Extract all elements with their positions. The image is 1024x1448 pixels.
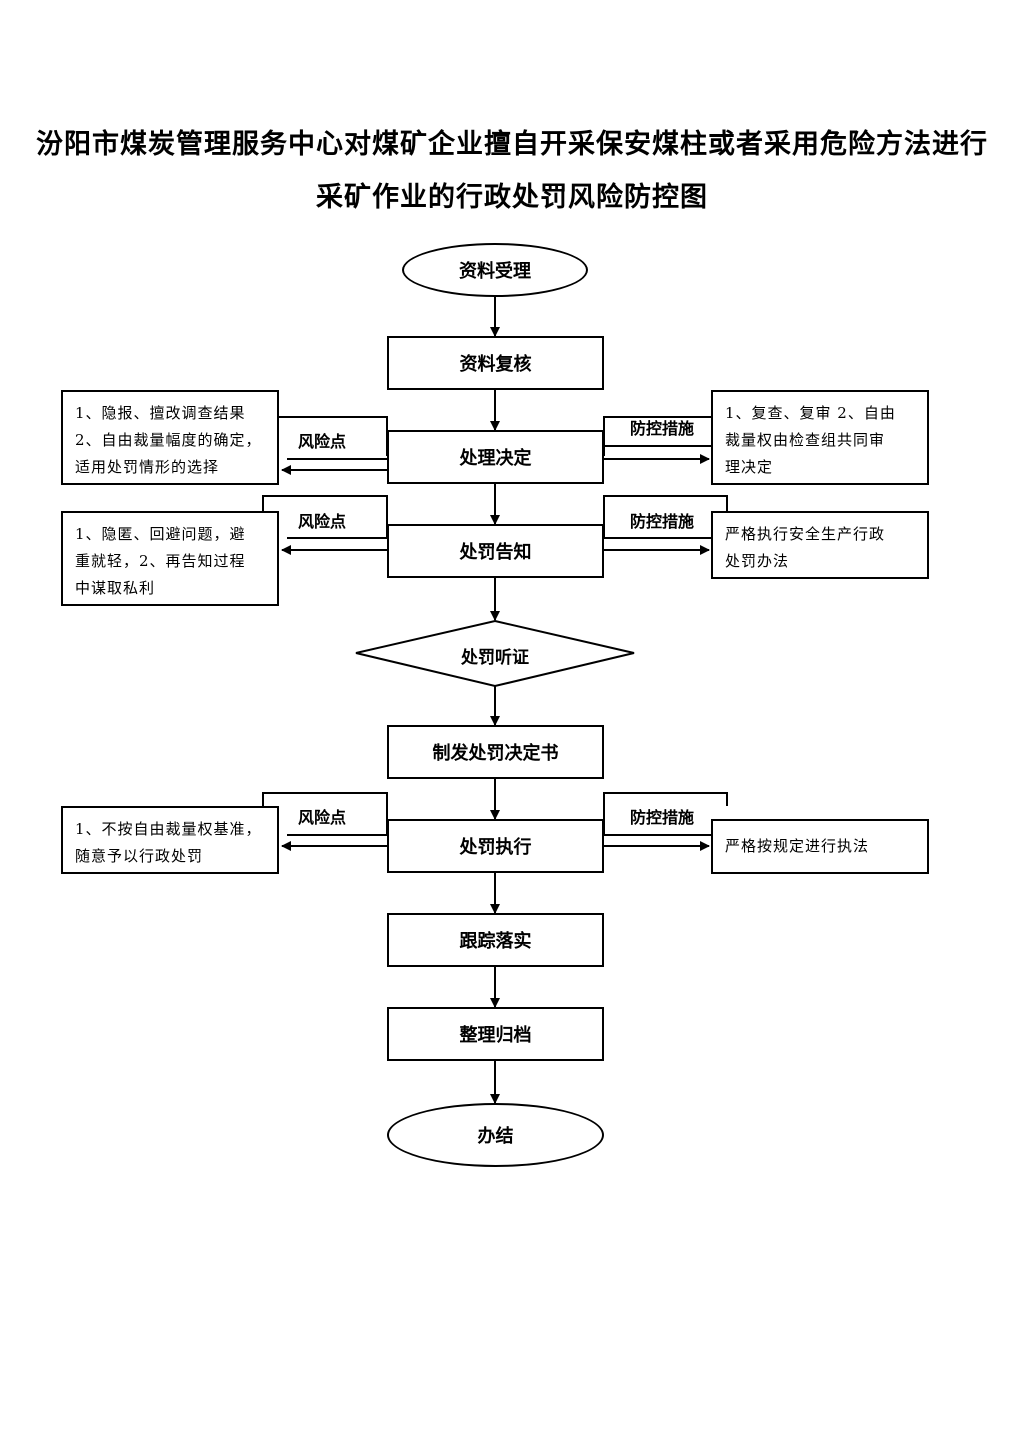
control-note-decision-line: 裁量权由检查组共同审 xyxy=(725,431,886,449)
risk-note-execute: 1、不按自由裁量权基准， 随意予以行政处罚 xyxy=(61,806,279,874)
hearing-diamond-shape xyxy=(355,619,635,688)
hearing-step: 处罚听证 xyxy=(461,648,529,668)
risk-note-notice: 1、隐匿、回避问题，避 重就轻，2、再告知过程 中谋取私利 xyxy=(61,511,279,606)
risk-note-decision: 1、隐报、擅改调查结果 2、自由裁量幅度的确定， 适用处罚情形的选择 xyxy=(61,390,279,485)
control-note-decision-line: 1、复查、复审 2、自由 xyxy=(725,404,896,422)
control-note-notice-line: 处罚办法 xyxy=(725,552,790,570)
notice-connectors xyxy=(262,495,728,555)
risk-note-notice-line: 中谋取私利 xyxy=(75,579,156,597)
archive-step: 整理归档 xyxy=(387,1007,604,1061)
end-node: 办结 xyxy=(387,1103,604,1167)
risk-label-notice: 风险点 xyxy=(298,512,347,531)
issue-decision-step: 制发处罚决定书 xyxy=(387,725,604,779)
start-node: 资料受理 xyxy=(402,243,588,297)
risk-label-execute: 风险点 xyxy=(298,808,347,827)
risk-note-decision-line: 2、自由裁量幅度的确定， xyxy=(75,431,262,449)
execute-connectors xyxy=(262,792,728,851)
notice-step: 处罚告知 xyxy=(387,524,604,578)
risk-note-execute-line: 1、不按自由裁量权基准， xyxy=(75,820,262,838)
control-note-notice-line: 严格执行安全生产行政 xyxy=(725,525,886,543)
control-note-notice: 严格执行安全生产行政 处罚办法 xyxy=(711,511,929,579)
control-note-decision-line: 理决定 xyxy=(725,458,774,476)
risk-note-decision-line: 1、隐报、擅改调查结果 xyxy=(75,404,246,422)
track-step: 跟踪落实 xyxy=(387,913,604,967)
control-note-execute: 严格按规定进行执法 xyxy=(711,819,929,874)
page-title-line-1: 汾阳市煤炭管理服务中心对煤矿企业擅自开采保安煤柱或者采用危险方法进行 xyxy=(36,129,988,160)
risk-note-decision-line: 适用处罚情形的选择 xyxy=(75,458,220,476)
risk-note-notice-line: 重就轻，2、再告知过程 xyxy=(75,552,246,570)
risk-note-execute-line: 随意予以行政处罚 xyxy=(75,847,204,865)
risk-label-decision: 风险点 xyxy=(298,432,347,451)
decision-connectors xyxy=(279,416,711,475)
control-note-execute-line: 严格按规定进行执法 xyxy=(725,837,870,855)
control-label-decision: 防控措施 xyxy=(630,419,695,438)
control-note-decision: 1、复查、复审 2、自由 裁量权由检查组共同审 理决定 xyxy=(711,390,929,485)
execute-step: 处罚执行 xyxy=(387,819,604,873)
control-label-execute: 防控措施 xyxy=(630,808,695,827)
risk-note-notice-line: 1、隐匿、回避问题，避 xyxy=(75,525,246,543)
page-title-line-2: 采矿作业的行政处罚风险防控图 xyxy=(316,182,708,213)
control-label-notice: 防控措施 xyxy=(630,512,695,531)
decision-step: 处理决定 xyxy=(387,430,604,484)
review-step: 资料复核 xyxy=(387,336,604,390)
